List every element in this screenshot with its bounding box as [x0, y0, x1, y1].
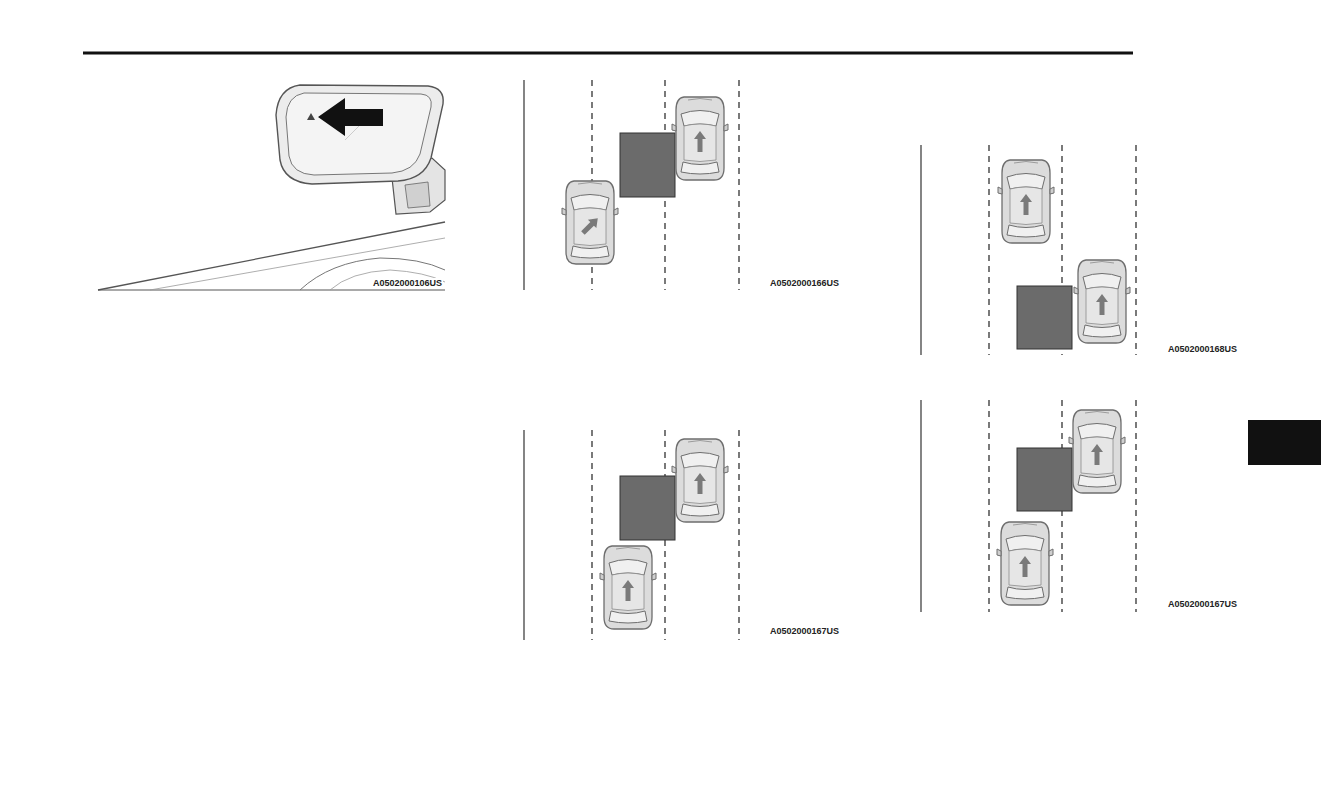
- figure-code: A0502000106US: [372, 278, 443, 289]
- header-rule: [83, 52, 1133, 55]
- figure-code: A0502000167US: [1167, 599, 1238, 610]
- section-tab: [1248, 420, 1321, 465]
- figure-code: A0502000167US: [769, 626, 840, 637]
- figure-code: A0502000166US: [769, 278, 840, 289]
- figure-code: A0502000168US: [1167, 344, 1238, 355]
- blind-spot-panel: [921, 400, 1136, 612]
- lane-change-panel: [524, 80, 739, 290]
- mirror-illustration: [98, 85, 445, 290]
- passing-panel: [921, 145, 1136, 355]
- blind-spot-panel: [524, 430, 739, 640]
